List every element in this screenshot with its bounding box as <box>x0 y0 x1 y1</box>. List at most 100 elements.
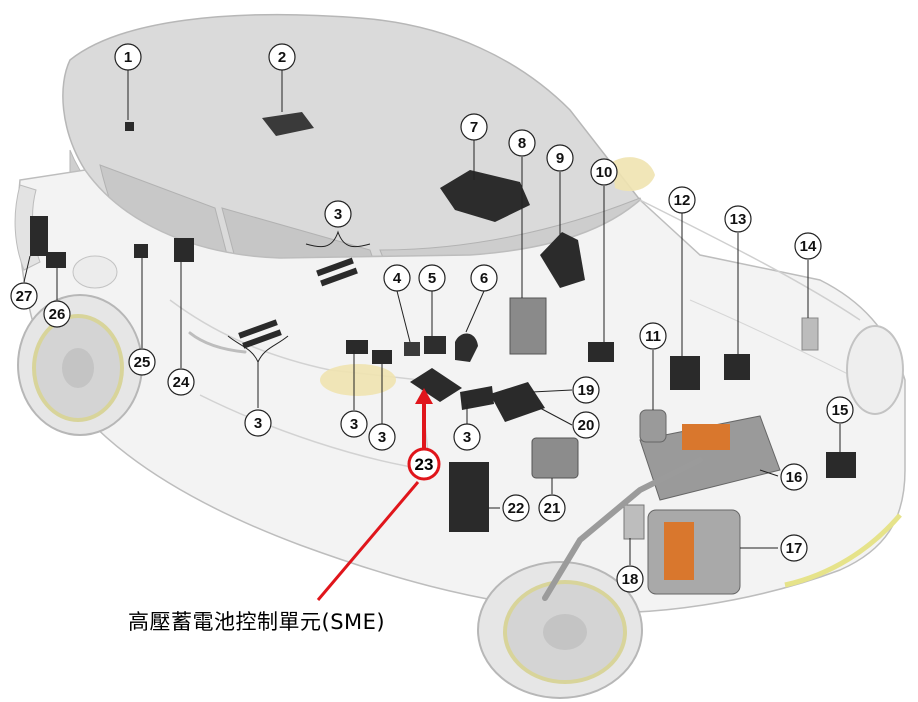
callout-number: 16 <box>786 469 803 486</box>
callout-circle <box>794 232 822 260</box>
highlight-pointer <box>316 388 433 601</box>
callout-c6: 6 <box>470 264 498 292</box>
callout-number: 3 <box>350 416 358 433</box>
callout-number: 10 <box>596 164 613 181</box>
callout-c27: 27 <box>10 282 38 310</box>
component-13 <box>724 354 750 380</box>
charge-flap <box>72 255 118 289</box>
callout-c12: 12 <box>668 186 696 214</box>
callout-circle <box>502 494 530 522</box>
callout-circle <box>340 410 368 438</box>
callout-c9: 9 <box>546 144 574 172</box>
callout-circle <box>572 411 600 439</box>
mirror-cap <box>320 364 396 396</box>
callout-c3c: 3 <box>340 410 368 438</box>
headlight <box>846 325 904 415</box>
callout-c13: 13 <box>724 205 752 233</box>
callout-circle <box>546 144 574 172</box>
callout-number: 24 <box>173 374 190 391</box>
callout-number: 27 <box>16 288 33 305</box>
callout-c5: 5 <box>418 264 446 292</box>
components <box>30 112 856 601</box>
callout-circle <box>470 264 498 292</box>
callout-c10: 10 <box>590 158 618 186</box>
callout-c15: 15 <box>826 396 854 424</box>
callout-circle <box>114 43 142 71</box>
callout-circle <box>10 282 38 310</box>
callout-c7: 7 <box>460 113 488 141</box>
callout-circle <box>324 200 352 228</box>
callout-number: 8 <box>518 135 526 152</box>
connectors-group <box>238 257 478 404</box>
callout-circle <box>268 43 296 71</box>
component-17 <box>647 509 741 595</box>
callout-circle <box>128 348 156 376</box>
callout-c22: 22 <box>502 494 530 522</box>
callout-c2: 2 <box>268 43 296 71</box>
callout-number: 12 <box>674 192 691 209</box>
roof-lamp <box>612 157 655 192</box>
callout-c4: 4 <box>383 264 411 292</box>
callout-number: 5 <box>428 270 436 287</box>
car-body <box>14 13 906 699</box>
callout-c8: 8 <box>508 129 536 157</box>
callout-number: 3 <box>378 429 386 446</box>
component-16 <box>639 415 781 501</box>
callout-c26: 26 <box>43 300 71 328</box>
component-26 <box>46 252 66 268</box>
rear-wheel <box>17 294 143 436</box>
hood-line <box>639 199 861 321</box>
callout-number: 17 <box>786 540 803 557</box>
steering-rack <box>542 457 703 601</box>
callout-number: 26 <box>49 306 66 323</box>
callout-c24: 24 <box>167 368 195 396</box>
callout-number: 23 <box>415 455 434 474</box>
callout-c16: 16 <box>780 463 808 491</box>
component-5 <box>424 336 446 354</box>
callout-circle <box>368 423 396 451</box>
callout-c1: 1 <box>114 43 142 71</box>
component-7 <box>440 170 530 222</box>
callout-number: 2 <box>278 49 286 66</box>
callout-circle <box>418 264 446 292</box>
callout-number: 7 <box>470 119 478 136</box>
callout-number: 19 <box>578 382 595 399</box>
callout-circle <box>780 534 808 562</box>
component-11 <box>639 409 667 443</box>
component-8 <box>509 297 547 355</box>
callout-number: 3 <box>463 429 471 446</box>
callout-c14: 14 <box>794 232 822 260</box>
callout-circle <box>460 113 488 141</box>
component-21 <box>531 437 579 479</box>
component-23 <box>410 368 462 402</box>
component-24 <box>174 238 194 262</box>
callout-circle <box>780 463 808 491</box>
component-12 <box>670 356 700 390</box>
component-6 <box>455 333 478 362</box>
callout-c17: 17 <box>780 534 808 562</box>
component-15 <box>826 452 856 478</box>
callout-c3d: 3 <box>368 423 396 451</box>
callout-c11: 11 <box>639 322 667 350</box>
callout-circle <box>572 376 600 404</box>
callout-circle <box>538 494 566 522</box>
callout-circle <box>668 186 696 214</box>
callout-circle <box>383 264 411 292</box>
callout-circle <box>590 158 618 186</box>
callout-circle <box>43 300 71 328</box>
callout-c3a: 3 <box>324 200 352 228</box>
component-1 <box>125 122 134 131</box>
callout-number: 20 <box>578 417 595 434</box>
callout-circle <box>244 409 272 437</box>
door-handle <box>188 331 247 354</box>
callout-number: 3 <box>254 415 262 432</box>
callout-circle <box>724 205 752 233</box>
callout-c25: 25 <box>128 348 156 376</box>
callout-number: 18 <box>622 571 639 588</box>
callout-circle <box>508 129 536 157</box>
highlight-caption: 高壓蓄電池控制單元(SME) <box>128 610 386 634</box>
component-27 <box>30 216 48 256</box>
callout-number: 6 <box>480 270 488 287</box>
